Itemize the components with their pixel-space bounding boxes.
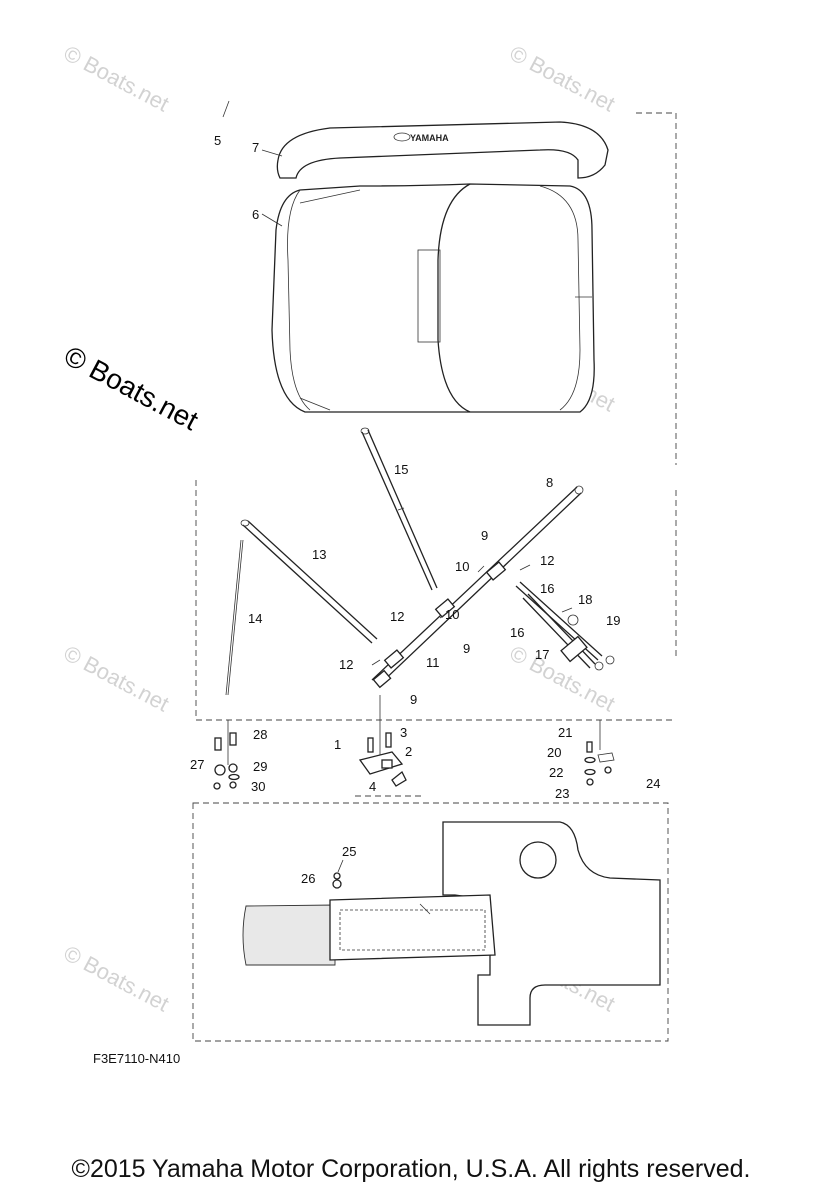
callout-9c: 9 (410, 692, 417, 707)
callout-6: 6 (252, 207, 259, 222)
callout-15: 15 (394, 462, 408, 477)
watermark: © Boats.net (60, 940, 174, 1016)
poles (222, 100, 615, 765)
hardware-left (213, 732, 240, 790)
diagram-code: F3E7110-N410 (93, 1051, 180, 1066)
callout-26: 26 (301, 871, 315, 886)
watermark: © Boats.net (506, 40, 620, 116)
callout-9a: 9 (481, 528, 488, 543)
callout-16b: 16 (510, 625, 524, 640)
callout-8: 8 (546, 475, 553, 490)
deck-mat (242, 821, 661, 1026)
brand-mark: YAMAHA (410, 133, 449, 143)
callout-7: 7 (252, 140, 259, 155)
watermark: © Boats.net (60, 40, 174, 116)
dashed-boundaries (192, 112, 677, 1042)
callout-13: 13 (312, 547, 326, 562)
cover (271, 183, 595, 413)
callout-11: 11 (426, 655, 440, 670)
callout-10a: 10 (455, 559, 469, 574)
callout-16a: 16 (540, 581, 554, 596)
callout-27: 27 (190, 757, 204, 772)
callout-25: 25 (342, 844, 356, 859)
callout-12b: 12 (390, 609, 404, 624)
callout-12c: 12 (339, 657, 353, 672)
callout-18: 18 (578, 592, 592, 607)
callout-20: 20 (547, 745, 561, 760)
callout-5: 5 (214, 133, 221, 148)
callout-1: 1 (334, 737, 341, 752)
callout-23: 23 (555, 786, 569, 801)
callout-19: 19 (606, 613, 620, 628)
callout-4: 4 (369, 779, 376, 794)
copyright-notice: ©2015 Yamaha Motor Corporation, U.S.A. A… (71, 1155, 751, 1183)
watermark: © Boats.net (60, 640, 174, 716)
callout-24: 24 (646, 776, 660, 791)
callout-3: 3 (400, 725, 407, 740)
callout-9b: 9 (463, 641, 470, 656)
callout-28: 28 (253, 727, 267, 742)
fasteners-25-26 (332, 859, 344, 889)
callout-29: 29 (253, 759, 267, 774)
callout-14: 14 (248, 611, 262, 626)
watermark-main: © Boats.net (59, 340, 203, 436)
callout-10b: 10 (445, 607, 459, 622)
cover-strap: YAMAHA (276, 121, 609, 179)
callout-labels: 5 7 6 15 8 13 14 9 12 10 16 18 19 12 10 … (190, 133, 660, 886)
callout-12a: 12 (540, 553, 554, 568)
hardware-center (358, 732, 407, 787)
hardware-right (584, 741, 615, 786)
callout-2: 2 (405, 744, 412, 759)
callout-30: 30 (251, 779, 265, 794)
callout-17: 17 (535, 647, 549, 662)
callout-21: 21 (558, 725, 572, 740)
callout-22: 22 (549, 765, 563, 780)
